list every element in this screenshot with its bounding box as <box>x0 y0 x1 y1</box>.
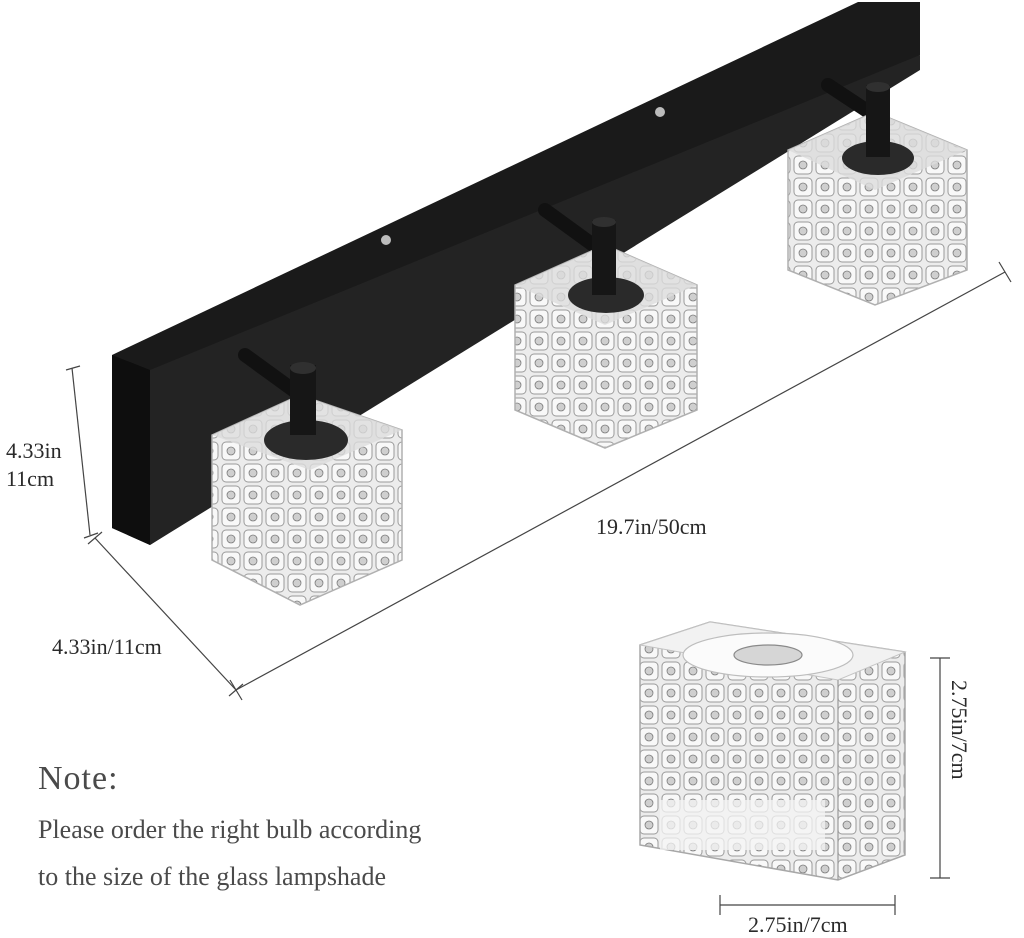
dimension-lines <box>65 261 1012 915</box>
mounting-screw <box>381 235 391 245</box>
height-cm-label: 11cm <box>6 466 55 491</box>
shade-height-label: 2.75in/7cm <box>947 680 972 780</box>
glass-shade-right <box>787 82 968 306</box>
note-line-1: Please order the right bulb according <box>38 815 422 844</box>
glass-shade-middle <box>514 217 698 449</box>
note-title: Note: <box>38 760 119 797</box>
note-line-2: to the size of the glass lampshade <box>38 862 387 891</box>
height-inches-label: 4.33in <box>6 438 62 463</box>
depth-label: 4.33in/11cm <box>52 634 162 659</box>
glass-shade-left <box>211 362 403 606</box>
shade-width-label: 2.75in/7cm <box>748 912 848 937</box>
length-label: 19.7in/50cm <box>596 514 707 539</box>
mounting-screw <box>655 107 665 117</box>
glass-shade-detail <box>639 621 907 881</box>
